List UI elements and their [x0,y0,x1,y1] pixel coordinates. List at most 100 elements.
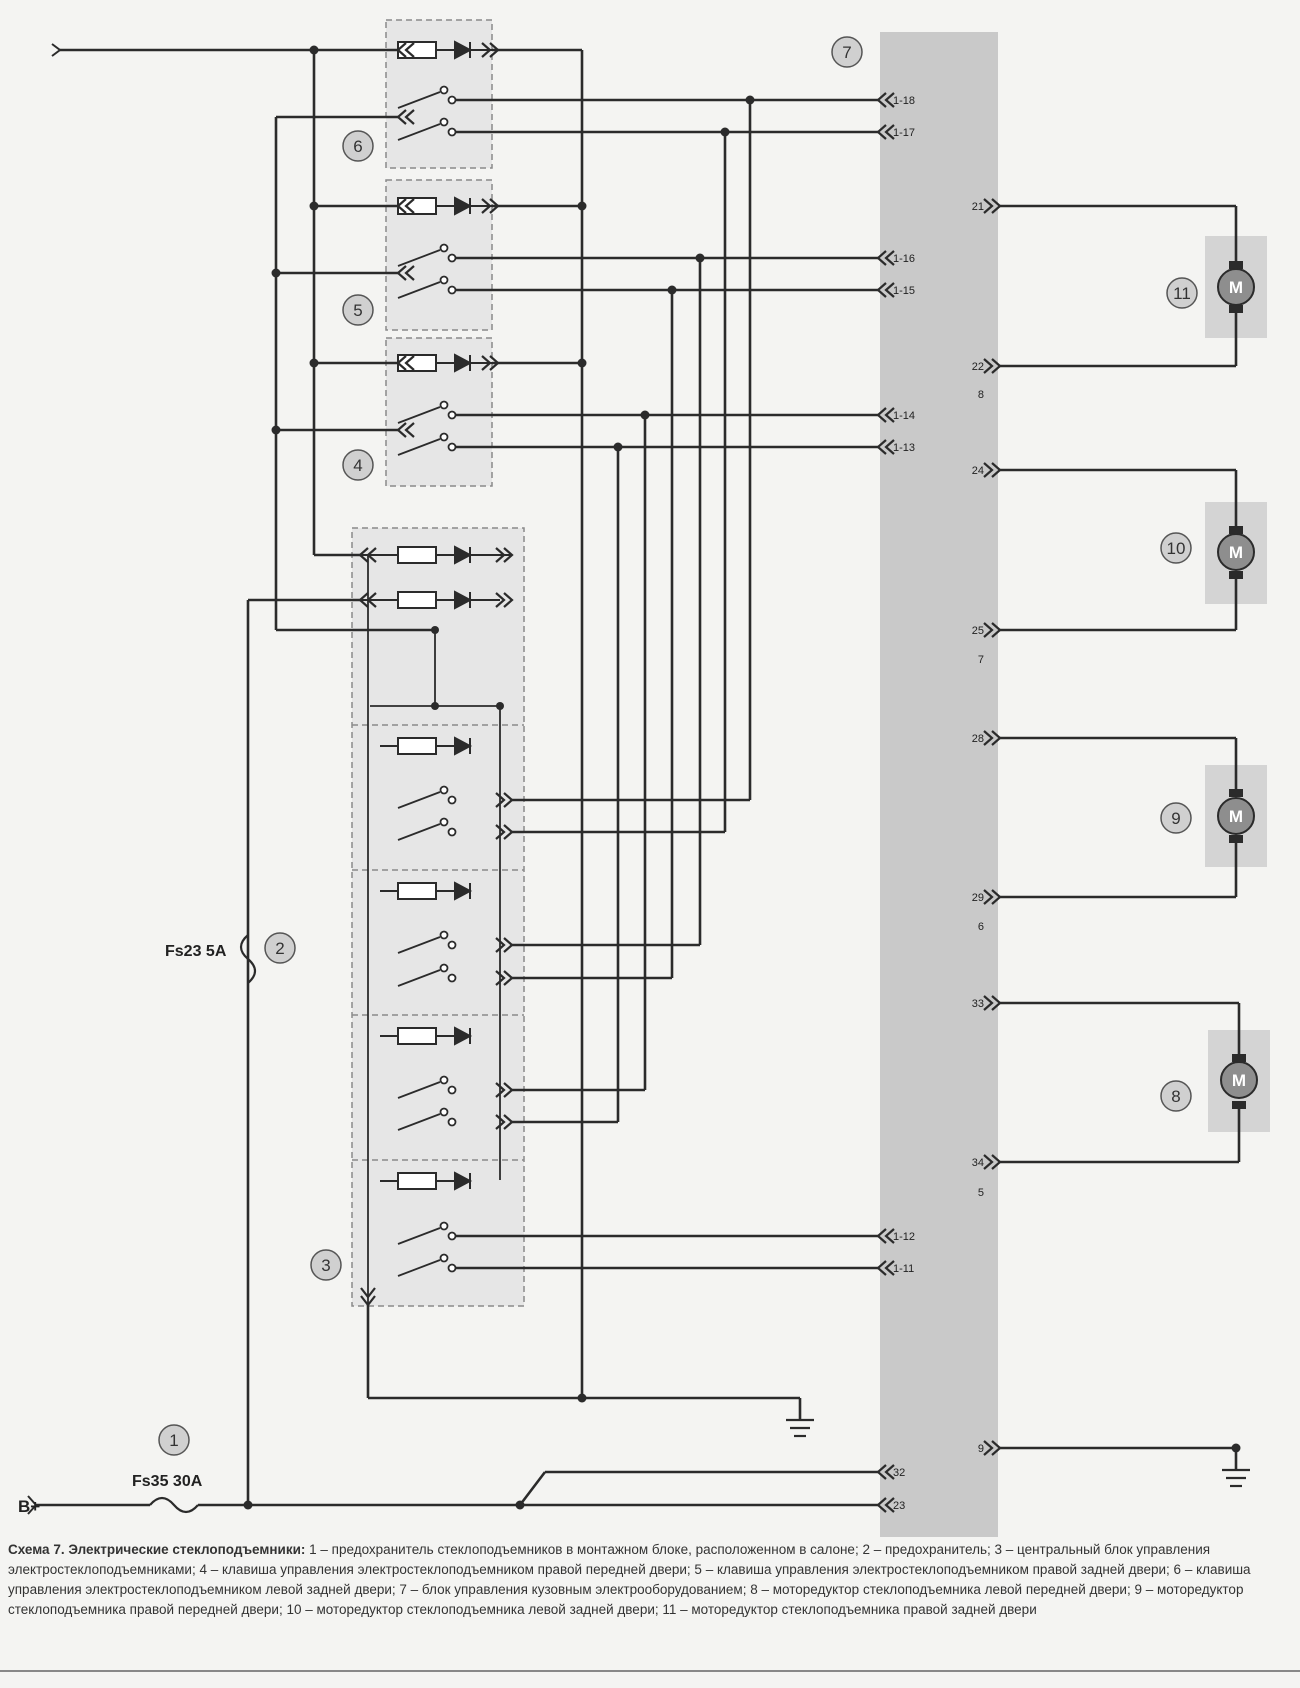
switch-contact [397,1253,457,1277]
pin-1-12: 1-12 [893,1231,915,1243]
connector-arrow [983,1440,1002,1456]
callout-8: 8 [1171,1087,1180,1106]
connector-arrow [358,592,377,608]
switch-contact [397,243,457,267]
fuse-fs35-label: Fs35 30A [132,1473,203,1490]
pin-9: 9 [978,1443,984,1455]
connector-arrow [481,355,500,371]
connector-arrow [495,592,514,608]
connector-arrow [876,1260,895,1276]
switch-contacts [397,85,457,1277]
switch-contact [397,1221,457,1245]
connector-arrow [876,407,895,423]
switch-contact [397,1107,457,1131]
group-number-7: 7 [978,654,984,666]
connector-arrow [876,439,895,455]
connector-arrow [481,198,500,214]
connector-arrow [876,250,895,266]
pin-24: 24 [972,465,984,477]
motor-8-label: M [1232,1071,1246,1090]
pin-1-14: 1-14 [893,410,915,422]
connector-arrow [495,970,514,986]
connector-arrow [876,124,895,140]
connector-arrow [396,265,415,281]
connector-arrow [983,1154,1002,1170]
callout-9: 9 [1171,809,1180,828]
pin-23: 23 [893,1500,905,1512]
figure-caption: Схема 7. Электрические стеклоподъемники:… [8,1540,1288,1620]
motor-11-label: M [1229,278,1243,297]
motor-10-label: M [1229,543,1243,562]
pin-1-17: 1-17 [893,127,915,139]
wiring-diagram: M M M M 1 2 3 4 5 6 7 8 9 10 11 B+ Fs35 … [18,19,1270,1537]
callout-4: 4 [353,456,362,475]
bplus-label: B+ [18,1497,40,1516]
caption-title: Схема 7. Электрические стеклоподъемники: [8,1542,306,1557]
connector-arrow [495,547,514,563]
switch-contact [397,432,457,456]
central-window-block [351,527,525,1307]
pin-1-11: 1-11 [893,1263,914,1275]
connector-arrow [360,1287,376,1307]
connector-arrow [876,1464,895,1480]
pin-21: 21 [972,201,984,213]
pin-32: 32 [893,1467,905,1479]
switch-contact [397,85,457,109]
connector-arrow [983,462,1002,478]
pin-1-13: 1-13 [893,442,915,454]
pin-1-18: 1-18 [893,95,915,107]
caption-body: 1 – предохранитель стеклоподъемников в м… [8,1542,1251,1617]
callout-10: 10 [1167,539,1186,558]
pin-34: 34 [972,1157,984,1169]
connector-arrow [983,889,1002,905]
connector-arrow [876,1228,895,1244]
connector-arrow [396,109,415,125]
switch-contact [397,785,457,809]
group-number-8: 8 [978,389,984,401]
connector-arrow [495,1114,514,1130]
callout-3: 3 [321,1256,330,1275]
connector-arrow [495,824,514,840]
connector-arrow [396,355,415,371]
connector-arrow [358,547,377,563]
group-number-5: 5 [978,1187,984,1199]
pin-29: 29 [972,892,984,904]
connector-arrow [876,92,895,108]
connector-arrow [983,730,1002,746]
pin-22: 22 [972,361,984,373]
connector-arrow [481,42,500,58]
switch-contact [397,930,457,954]
group-number-6: 6 [978,921,984,933]
connector-arrow [983,358,1002,374]
switch-contact [397,1075,457,1099]
switch-contact [397,817,457,841]
fuse-fs23-label: Fs23 5A [165,943,227,960]
pin-1-16: 1-16 [893,253,915,265]
bottom-rule [0,1670,1300,1672]
connector-arrows [358,42,1002,1513]
connector-arrow [983,198,1002,214]
motor-9-icon [1217,789,1255,843]
motor-11-icon [1217,261,1255,313]
callout-1: 1 [169,1431,178,1450]
motor-8-icon [1220,1054,1258,1109]
connector-arrow [876,1497,895,1513]
ground-symbol [786,1418,1250,1488]
connector-arrow [396,42,415,58]
pin-28: 28 [972,733,984,745]
switch-contact [397,400,457,424]
connector-arrow [495,1082,514,1098]
motor-9-label: M [1229,807,1243,826]
connector-arrow [495,792,514,808]
switch-contact [397,963,457,987]
connector-arrow [876,282,895,298]
callout-2: 2 [275,939,284,958]
callout-6: 6 [353,137,362,156]
motor-10-icon [1217,526,1255,579]
connector-arrow [983,995,1002,1011]
switch-contact [397,117,457,141]
callout-11: 11 [1173,284,1191,303]
callout-5: 5 [353,301,362,320]
switch-contact [397,275,457,299]
callout-7: 7 [842,43,851,62]
